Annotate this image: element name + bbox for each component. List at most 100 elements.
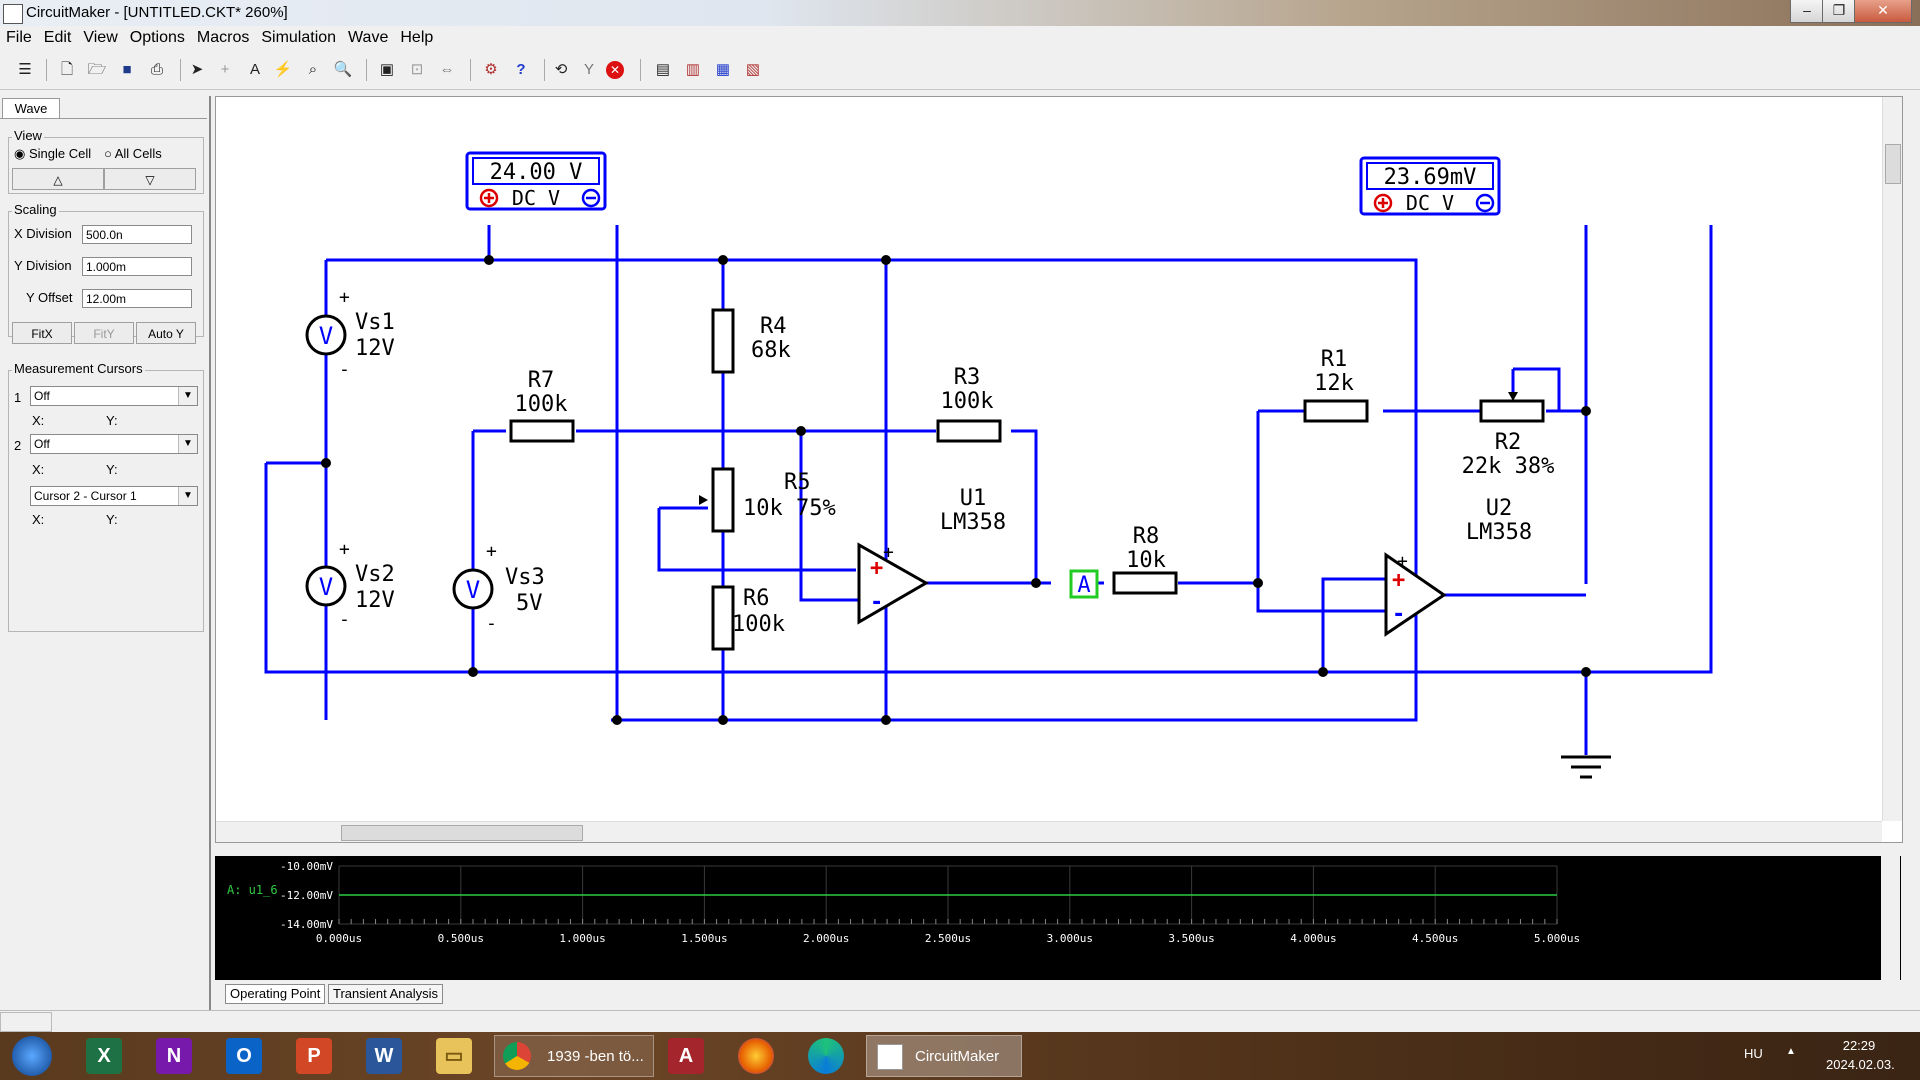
- tab-operating-point[interactable]: Operating Point: [225, 984, 326, 1004]
- wire-tool-icon[interactable]: +: [220, 61, 230, 78]
- svg-text:+: +: [339, 539, 350, 560]
- fit-y-button[interactable]: FitY: [74, 322, 134, 344]
- view-group: [8, 137, 204, 194]
- fit-window-icon[interactable]: ▣: [379, 61, 395, 78]
- voltmeter-1[interactable]: 24.00 V DC V: [465, 151, 607, 211]
- y-division-label: Y Division: [14, 258, 72, 273]
- waveform-icon[interactable]: ▦: [715, 61, 731, 78]
- all-cells-radio[interactable]: ○ All Cells: [104, 146, 162, 161]
- resistor-r7[interactable]: R7 100k: [509, 368, 575, 443]
- y-offset-input[interactable]: 12.00m: [82, 289, 192, 308]
- outlook-icon[interactable]: O: [226, 1038, 262, 1074]
- schematic-canvas[interactable]: 24.00 V DC V 23.69mV DC V V + - Vs1 12V: [215, 96, 1903, 843]
- menu-edit[interactable]: Edit: [43, 29, 72, 46]
- analysis-run-icon[interactable]: ▥: [685, 61, 701, 78]
- probe-window-icon[interactable]: ▧: [745, 61, 761, 78]
- reset-icon[interactable]: ⟲: [554, 61, 568, 78]
- arrow-tool-icon[interactable]: ➤: [190, 61, 204, 78]
- panel-toggle-icon[interactable]: ☰: [18, 61, 32, 78]
- toolbar: ☰ 🗋 🗁 ■ ⎙ ➤ + A ⚡ ⌕ 🔍 ▣ ⊡ ⇔ ⚙ ? ⟲ Y ✕ ▤ …: [0, 51, 1920, 90]
- x-division-input[interactable]: 500.0n: [82, 225, 192, 244]
- open-folder-icon[interactable]: 🗁: [87, 61, 107, 78]
- menu-macros[interactable]: Macros: [196, 29, 250, 46]
- word-icon[interactable]: W: [366, 1038, 402, 1074]
- cursor2-number: 2: [14, 438, 22, 453]
- auto-y-button[interactable]: Auto Y: [136, 322, 196, 344]
- fit-x-button[interactable]: FitX: [12, 322, 72, 344]
- close-button[interactable]: ✕: [1854, 0, 1912, 23]
- probe-a[interactable]: A: [1069, 569, 1099, 599]
- cursor2-value: Off: [34, 437, 50, 451]
- horizontal-scroll-thumb[interactable]: [341, 825, 583, 841]
- circuitmaker-task[interactable]: CircuitMaker: [866, 1035, 1022, 1077]
- cursor1-select[interactable]: Off▼: [30, 386, 198, 406]
- waveform-display[interactable]: A: u1_6 -10.00mV-12.00mV-14.00mV 0.000us…: [215, 856, 1901, 980]
- menu-view[interactable]: View: [83, 29, 118, 46]
- magnify-icon[interactable]: 🔍: [333, 61, 353, 78]
- text-tool-icon[interactable]: A: [249, 61, 260, 78]
- new-file-icon[interactable]: 🗋: [60, 61, 74, 78]
- vertical-scroll-thumb[interactable]: [1885, 144, 1901, 184]
- stop-icon[interactable]: ✕: [606, 61, 624, 79]
- cell-down-button[interactable]: ▽: [104, 168, 196, 190]
- print-icon[interactable]: ⎙: [150, 61, 163, 78]
- cell-up-button[interactable]: △: [12, 168, 104, 190]
- wave-scrollbar[interactable]: [1881, 856, 1900, 980]
- svg-text:68k: 68k: [751, 338, 791, 363]
- rotate-icon[interactable]: ⊡: [410, 61, 424, 78]
- maximize-button[interactable]: ❐: [1822, 0, 1856, 23]
- save-icon[interactable]: ■: [122, 61, 132, 78]
- clock-date: 2024.02.03.: [1826, 1057, 1895, 1072]
- help-icon[interactable]: ?: [516, 61, 526, 78]
- vs1-source[interactable]: V + - Vs1 12V: [305, 287, 395, 380]
- powerpoint-icon[interactable]: P: [296, 1038, 332, 1074]
- onenote-icon[interactable]: N: [156, 1038, 192, 1074]
- probe-tool-icon[interactable]: ⚡: [273, 61, 293, 78]
- analysis-setup-icon[interactable]: ▤: [655, 61, 671, 78]
- potentiometer-r5[interactable]: R5 10k 75%: [699, 467, 836, 533]
- mirror-icon[interactable]: ⇔: [439, 61, 455, 78]
- resistor-r8[interactable]: R8 10k: [1112, 524, 1178, 595]
- clock[interactable]: 22:29 2024.02.03.: [1826, 1038, 1895, 1072]
- vs2-source[interactable]: V + - Vs2 12V: [305, 539, 395, 630]
- wire-r1: [1258, 409, 1588, 584]
- menu-file[interactable]: File: [6, 29, 32, 46]
- file-explorer-icon[interactable]: ▭: [436, 1038, 472, 1074]
- minimize-button[interactable]: –: [1790, 0, 1824, 23]
- zoom-tool-icon[interactable]: ⌕: [308, 61, 318, 78]
- menu-simulation[interactable]: Simulation: [261, 29, 337, 46]
- chrome-task[interactable]: 1939 -ben tö...: [494, 1035, 654, 1077]
- resistor-r6[interactable]: R6 100k: [711, 585, 785, 651]
- device-library-icon[interactable]: ⚙: [484, 61, 498, 78]
- language-indicator[interactable]: HU: [1744, 1046, 1763, 1061]
- cursor2-select[interactable]: Off▼: [30, 434, 198, 454]
- potentiometer-r2[interactable]: R2 22k 38%: [1462, 392, 1555, 479]
- excel-icon[interactable]: X: [86, 1038, 122, 1074]
- edge-icon[interactable]: [808, 1038, 844, 1074]
- cursor-diff-x-label: X:: [32, 512, 45, 527]
- resistor-r3[interactable]: R3 100k: [936, 365, 1002, 443]
- access-icon[interactable]: A: [668, 1038, 704, 1074]
- resistor-r4[interactable]: R4 68k: [711, 308, 791, 374]
- voltmeter-2[interactable]: 23.69mV DC V: [1359, 156, 1501, 216]
- tab-wave[interactable]: Wave: [2, 98, 60, 119]
- tray-arrow-icon[interactable]: ▲: [1786, 1046, 1796, 1057]
- start-button[interactable]: [12, 1036, 52, 1076]
- horizontal-scrollbar[interactable]: [216, 821, 1882, 842]
- menu-options[interactable]: Options: [129, 29, 185, 46]
- cursor-mode-select[interactable]: Cursor 2 - Cursor 1▼: [30, 486, 198, 506]
- svg-text:+: +: [339, 287, 350, 308]
- step-icon[interactable]: Y: [583, 61, 594, 78]
- menu-help[interactable]: Help: [400, 29, 434, 46]
- wire-u1-minus: [799, 431, 859, 602]
- vs3-source[interactable]: V + - Vs3 5V: [452, 541, 545, 634]
- single-cell-radio[interactable]: ◉ Single Cell: [14, 146, 92, 161]
- opamp-u2[interactable]: + - + U2 LM358: [1384, 496, 1532, 637]
- vertical-scrollbar[interactable]: [1882, 97, 1902, 821]
- resistor-r1[interactable]: R1 12k: [1303, 347, 1369, 423]
- firefox-icon[interactable]: [738, 1038, 774, 1074]
- opamp-u1[interactable]: + - + U1 LM358: [857, 486, 1006, 625]
- y-division-input[interactable]: 1.000m: [82, 257, 192, 276]
- menu-wave[interactable]: Wave: [348, 29, 389, 46]
- tab-transient-analysis[interactable]: Transient Analysis: [328, 984, 444, 1004]
